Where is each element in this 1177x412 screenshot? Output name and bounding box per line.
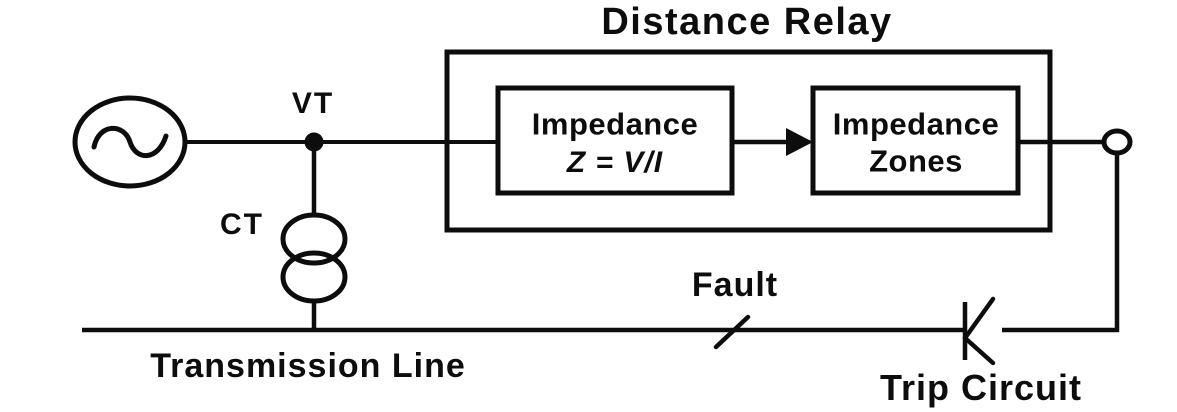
impedance-calc-line1: Impedance — [531, 106, 699, 142]
ct-label: CT — [220, 208, 264, 241]
wire-trip-circuit — [1002, 153, 1120, 333]
diagram-title: Distance Relay — [601, 1, 893, 43]
fault-slash — [713, 314, 751, 350]
breaker-arm-lower — [962, 335, 996, 366]
open-terminal-circle — [1101, 128, 1133, 156]
sine-wave-icon — [91, 125, 169, 159]
impedance-zones-line2: Zones — [869, 143, 963, 179]
trip-circuit-label: Trip Circuit — [879, 367, 1083, 408]
vt-label: VT — [291, 87, 335, 120]
breaker-arm-upper — [962, 296, 996, 341]
arrow-head-icon — [786, 128, 813, 156]
transmission-line-label: Transmission Line — [150, 347, 466, 385]
impedance-zones-line1: Impedance — [832, 106, 1000, 142]
ct-coil-top — [280, 212, 348, 266]
ct-coil-bottom — [280, 250, 348, 304]
impedance-calc-formula: Z = V/I — [566, 146, 664, 179]
fault-label: Fault — [691, 266, 779, 304]
